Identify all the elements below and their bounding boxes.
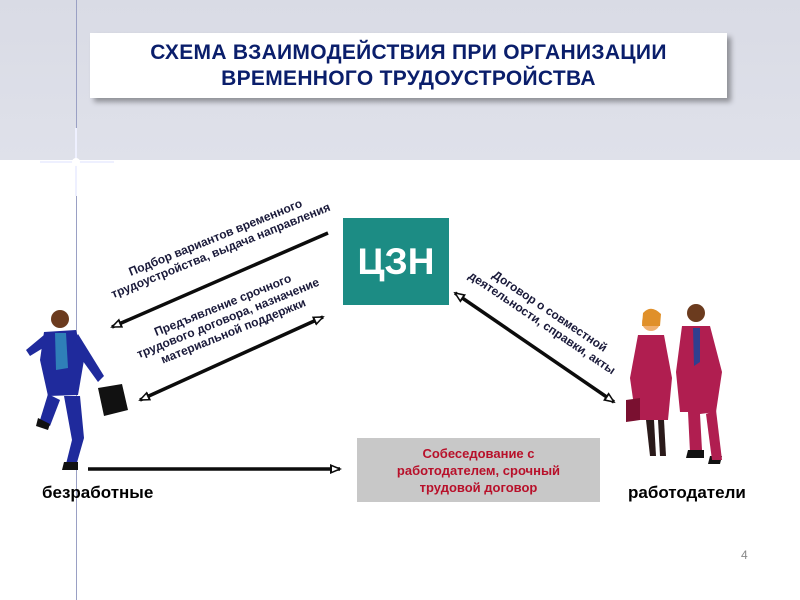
unemployed-label: безработные — [42, 483, 154, 502]
interview-line-3: трудовой договор — [419, 479, 538, 495]
interview-line-1: Собеседование с — [422, 445, 535, 461]
interview-line-2: работодателем, срочный — [396, 462, 561, 478]
unemployed-person-icon — [26, 310, 128, 470]
employers-label: работодатели — [628, 483, 746, 502]
arrow-contract — [138, 315, 325, 402]
arrow-agreement — [453, 291, 616, 404]
sparkle-icon — [40, 128, 114, 196]
title-line-2: ВРЕМЕННОГО ТРУДОУСТРОЙСТВА — [221, 66, 596, 90]
title-box: СХЕМА ВЗАИМОДЕЙСТВИЯ ПРИ ОРГАНИЗАЦИИ ВРЕ… — [90, 33, 727, 98]
czn-node: ЦЗН — [343, 218, 449, 305]
page-number: 4 — [741, 548, 748, 562]
left-rule — [76, 0, 77, 600]
interview-node: Собеседование с работодателем, срочный т… — [357, 438, 600, 502]
employers-icon — [626, 304, 722, 464]
title-line-1: СХЕМА ВЗАИМОДЕЙСТВИЯ ПРИ ОРГАНИЗАЦИИ — [150, 40, 667, 64]
arrow-selection — [110, 231, 329, 329]
